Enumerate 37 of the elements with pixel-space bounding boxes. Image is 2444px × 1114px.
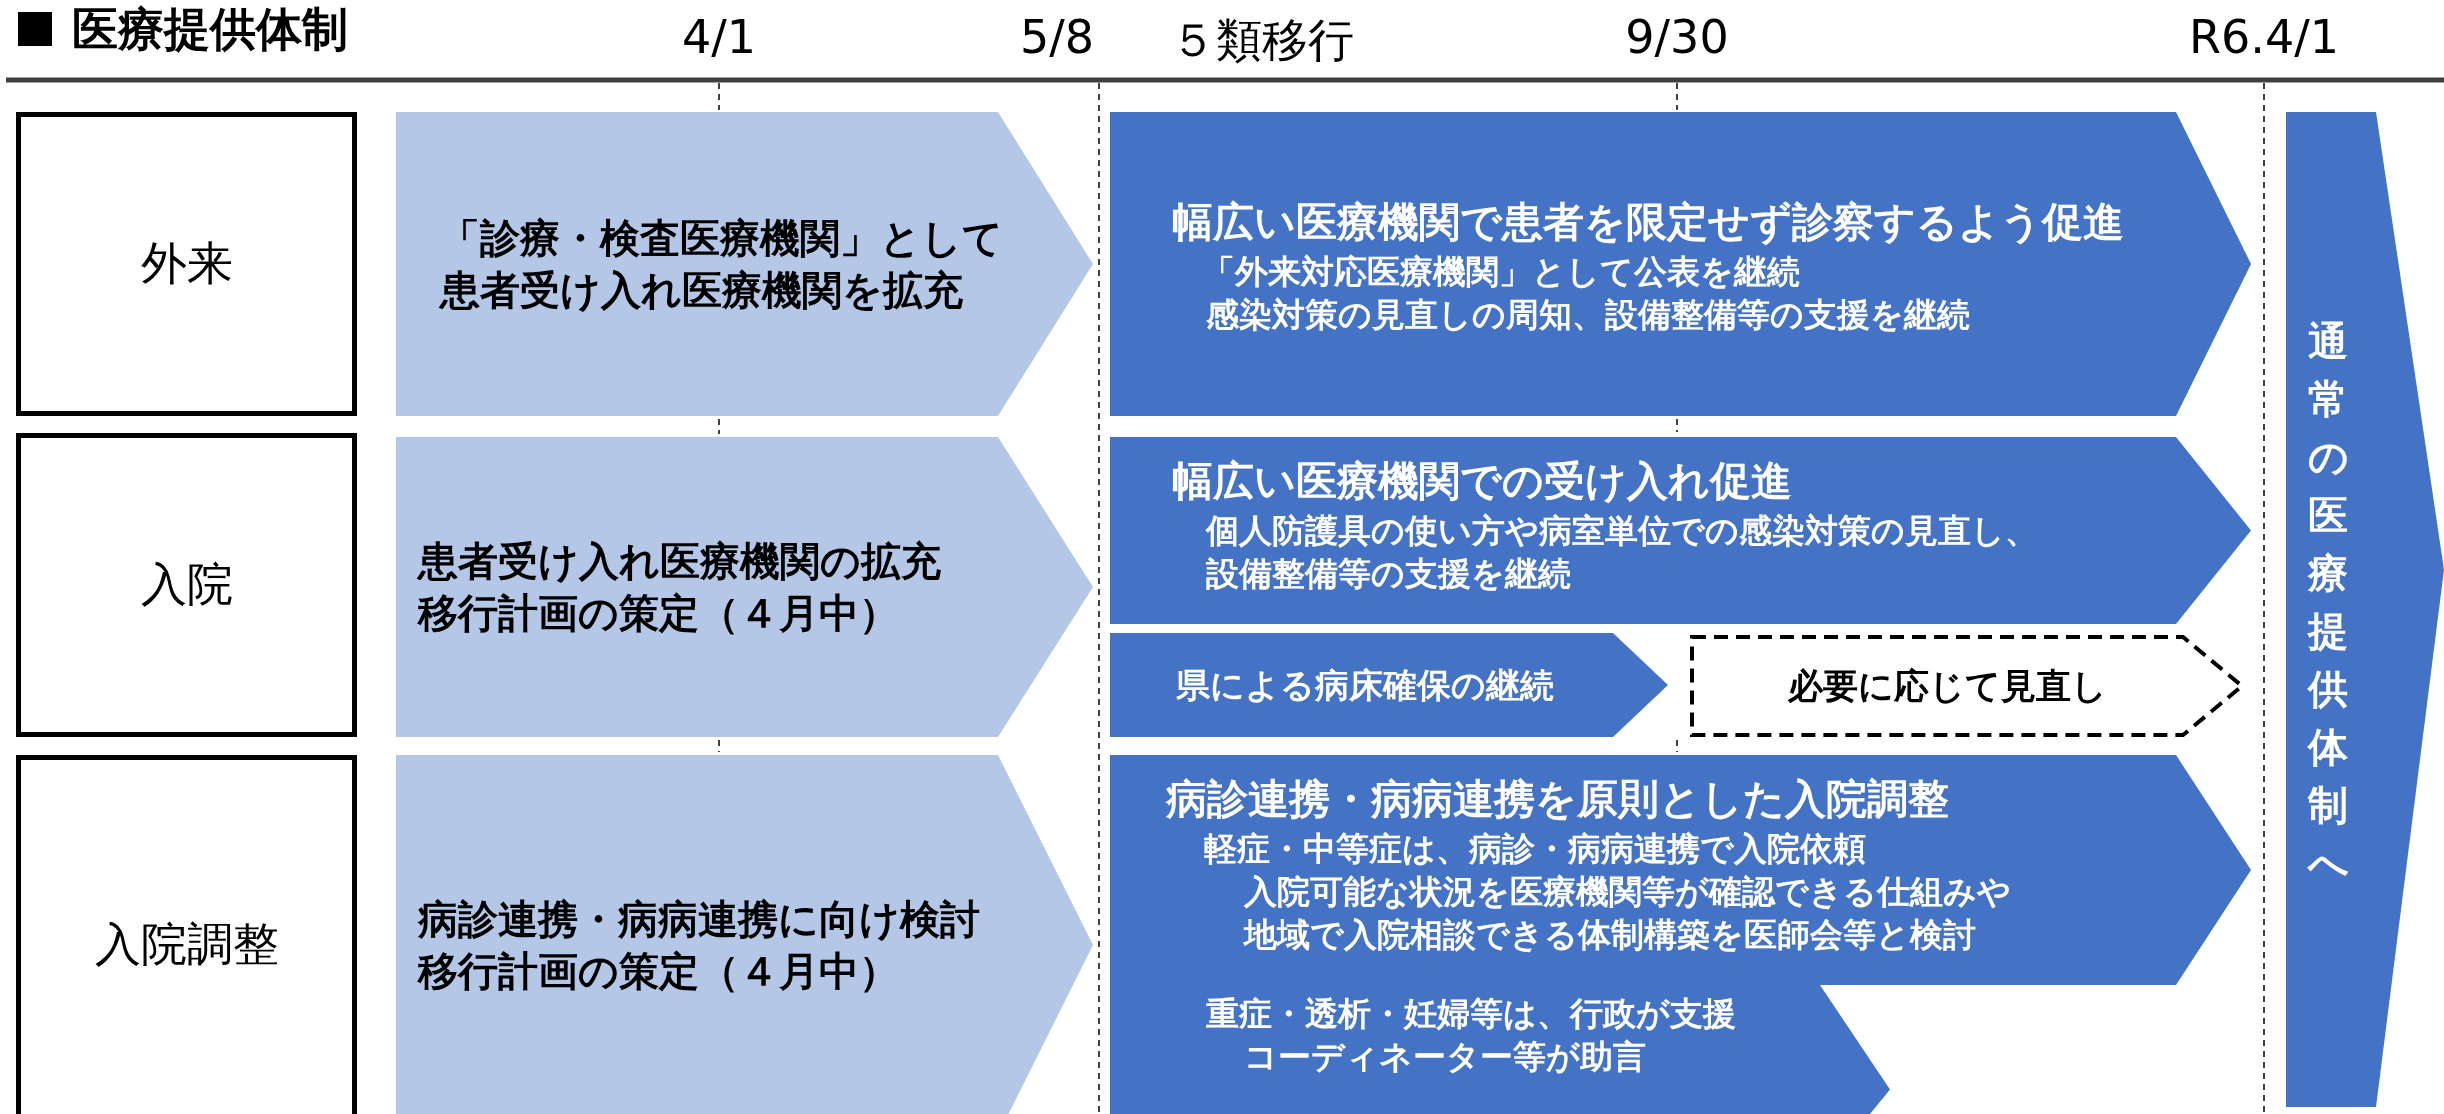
body-text: 軽症・中等症は、病診・病病連携で入院依頼 (1204, 828, 1867, 871)
row-label: 入院調整 (94, 916, 279, 973)
arrow-banner (396, 755, 1093, 1114)
body-text: コーディネーター等が助言 (1244, 1035, 1647, 1078)
date-label: ５類移行 (1170, 12, 1354, 69)
row-header-box (16, 433, 357, 737)
date-label: 9/30 (1624, 10, 1730, 64)
row-label: 外来 (140, 235, 233, 292)
arrow-banner (396, 437, 1093, 737)
body-text: 感染対策の見直しの周知、設備整備等の支援を継続 (1206, 294, 1971, 337)
body-text: 県による病床確保の継続 (1176, 663, 1555, 707)
body-text: 病診連携・病病連携に向け検討 (418, 895, 981, 944)
date-label: 4/1 (681, 10, 757, 64)
arrow-banner (2286, 112, 2444, 1107)
body-text: 個人防護具の使い方や病室単位での感染対策の見直し、設備整備等の支援を継続 (1206, 510, 2039, 596)
body-text: 重症・透析・妊婦等は、行政が支援 (1206, 993, 1737, 1035)
row-header-box (16, 112, 357, 416)
body-text: 移行計画の策定（４月中） (418, 589, 900, 638)
body-text: 患者受け入れ医療機関の拡充 (418, 537, 942, 586)
row-label: 入院 (140, 556, 233, 613)
arrow-banner (1110, 112, 2251, 416)
body-text: 移行計画の策定（４月中） (418, 947, 900, 996)
row-header-box (16, 755, 357, 1114)
title-text: 医療提供体制 (72, 2, 348, 56)
body-text: 入院可能な状況を医療機関等が確認できる仕組みや地域で入院相談できる体制構築を医師会等と検討 (1244, 871, 2012, 957)
arrow-banner (396, 112, 1093, 416)
arrow-banner (1110, 437, 2251, 624)
body-text: 「診療・検査医療機関」として患者受け入れ医療機関を拡充 (440, 214, 1004, 315)
date-label: R6.4/1 (2188, 10, 2340, 64)
vertical-text: 通常の医療提供体制へ (2308, 317, 2348, 888)
heading-text: 病診連携・病病連携を原則とした入院調整 (1166, 774, 1950, 825)
heading-text: 幅広い医療機関での受け入れ促進 (1172, 456, 1793, 507)
body-text: 「外来対応医療機関」として公表を継続 (1202, 251, 1801, 294)
body-text: 必要に応じて見直し (1788, 664, 2107, 708)
date-label: 5/8 (1018, 10, 1094, 64)
heading-text: 幅広い医療機関で患者を限定せず診察するよう促進 (1172, 197, 2125, 248)
arrow-banner (1110, 633, 1668, 737)
